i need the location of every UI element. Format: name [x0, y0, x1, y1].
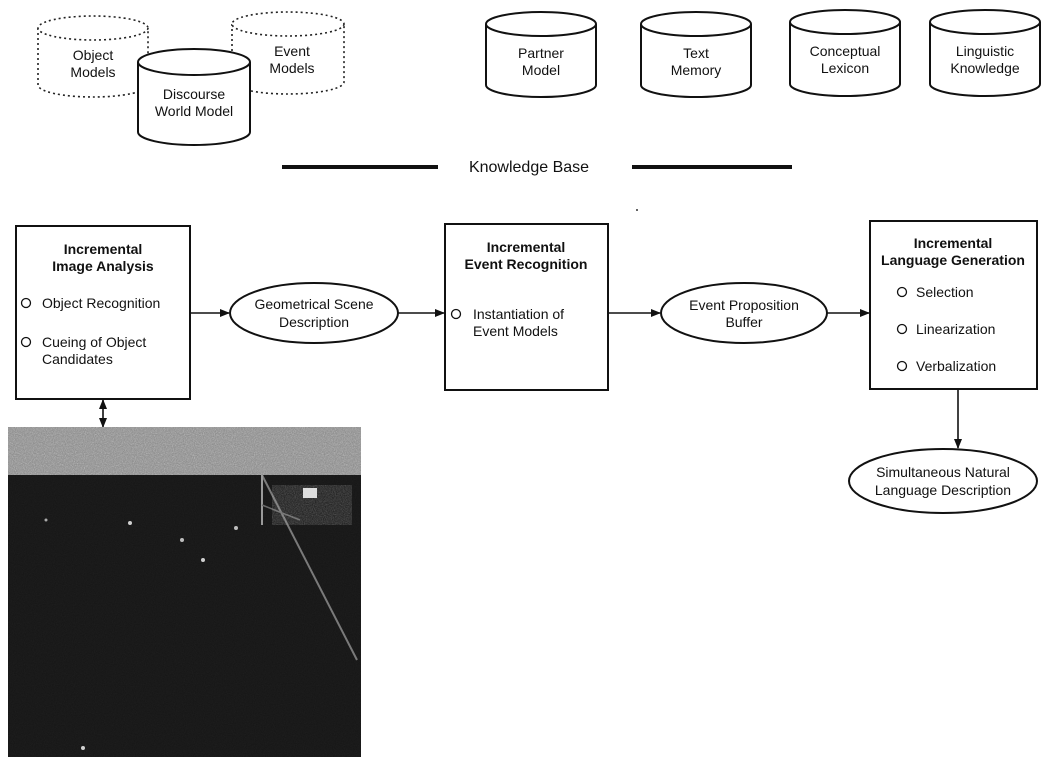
cylinder-partner-label-2: Model	[522, 62, 560, 78]
item-linearization: Linearization	[916, 321, 995, 337]
cylinder-discourse-label-2: World Model	[155, 103, 233, 119]
item-selection: Selection	[916, 284, 974, 300]
item-cueing-1: Cueing of Object	[42, 334, 146, 350]
box-event-recognition: Incremental Event Recognition Instantiat…	[444, 223, 609, 391]
ellipse-event-buffer: Event Proposition Buffer	[660, 282, 828, 344]
cylinder-event-models-label-2: Models	[269, 60, 314, 76]
ellipse-scene-label-1: Geometrical Scene	[254, 296, 373, 312]
cylinder-discourse-label-1: Discourse	[163, 86, 225, 102]
knowledge-base-divider: Knowledge Base	[282, 159, 792, 176]
box-language-generation-title-2: Language Generation	[881, 252, 1025, 268]
cylinder-lexicon-label-1: Conceptual	[810, 43, 881, 59]
cylinder-text-memory-label-1: Text	[683, 45, 709, 61]
bullet-icon	[896, 323, 908, 335]
cylinder-text-memory-label-2: Memory	[671, 62, 722, 78]
box-event-recognition-title-2: Event Recognition	[465, 256, 588, 272]
cylinder-conceptual-lexicon: Conceptual Lexicon	[789, 9, 901, 97]
ellipse-nl-label-2: Language Description	[875, 482, 1011, 498]
cylinder-event-models-label-1: Event	[274, 43, 310, 59]
item-cueing-2: Candidates	[42, 351, 113, 367]
box-language-generation-title-1: Incremental	[914, 235, 993, 251]
ellipse-buffer-label-2: Buffer	[725, 314, 762, 330]
cylinder-object-models: Object Models	[37, 15, 149, 98]
bullet-icon	[896, 360, 908, 372]
bullet-icon	[20, 336, 32, 348]
cylinder-linguistic-label-2: Knowledge	[950, 60, 1019, 76]
cylinder-partner-model: Partner Model	[485, 11, 597, 98]
item-instantiation-1: Instantiation of	[473, 306, 564, 322]
ellipse-nl-label-1: Simultaneous Natural	[876, 464, 1010, 480]
box-language-generation: Incremental Language Generation Selectio…	[869, 220, 1038, 390]
bullet-icon	[450, 308, 462, 320]
cylinder-linguistic-label-1: Linguistic	[956, 43, 1014, 59]
knowledge-base-label: Knowledge Base	[469, 159, 589, 176]
item-object-recognition: Object Recognition	[42, 295, 160, 311]
cylinder-object-models-label-2: Models	[70, 64, 115, 80]
cylinder-object-models-label-1: Object	[73, 47, 114, 63]
cylinder-partner-label-1: Partner	[518, 45, 564, 61]
box-image-analysis-title-1: Incremental	[64, 241, 143, 257]
speck	[636, 209, 638, 211]
box-image-analysis: Incremental Image Analysis Object Recogn…	[15, 225, 191, 400]
cylinder-text-memory: Text Memory	[640, 11, 752, 98]
ellipse-scene-description: Geometrical Scene Description	[229, 282, 399, 344]
cylinder-event-models: Event Models	[231, 11, 345, 95]
item-verbalization: Verbalization	[916, 358, 996, 374]
box-event-recognition-title-1: Incremental	[487, 239, 566, 255]
soccer-scene-image	[8, 427, 361, 757]
bullet-icon	[20, 297, 32, 309]
item-instantiation-2: Event Models	[473, 323, 558, 339]
ellipse-buffer-label-1: Event Proposition	[689, 297, 799, 313]
bullet-icon	[896, 286, 908, 298]
cylinder-linguistic-knowledge: Linguistic Knowledge	[929, 9, 1041, 97]
box-image-analysis-title-2: Image Analysis	[52, 258, 154, 274]
cylinder-lexicon-label-2: Lexicon	[821, 60, 869, 76]
cylinder-discourse-world-model: Discourse World Model	[137, 48, 251, 146]
ellipse-nl-description: Simultaneous Natural Language Descriptio…	[848, 448, 1038, 514]
ellipse-scene-label-2: Description	[279, 314, 349, 330]
